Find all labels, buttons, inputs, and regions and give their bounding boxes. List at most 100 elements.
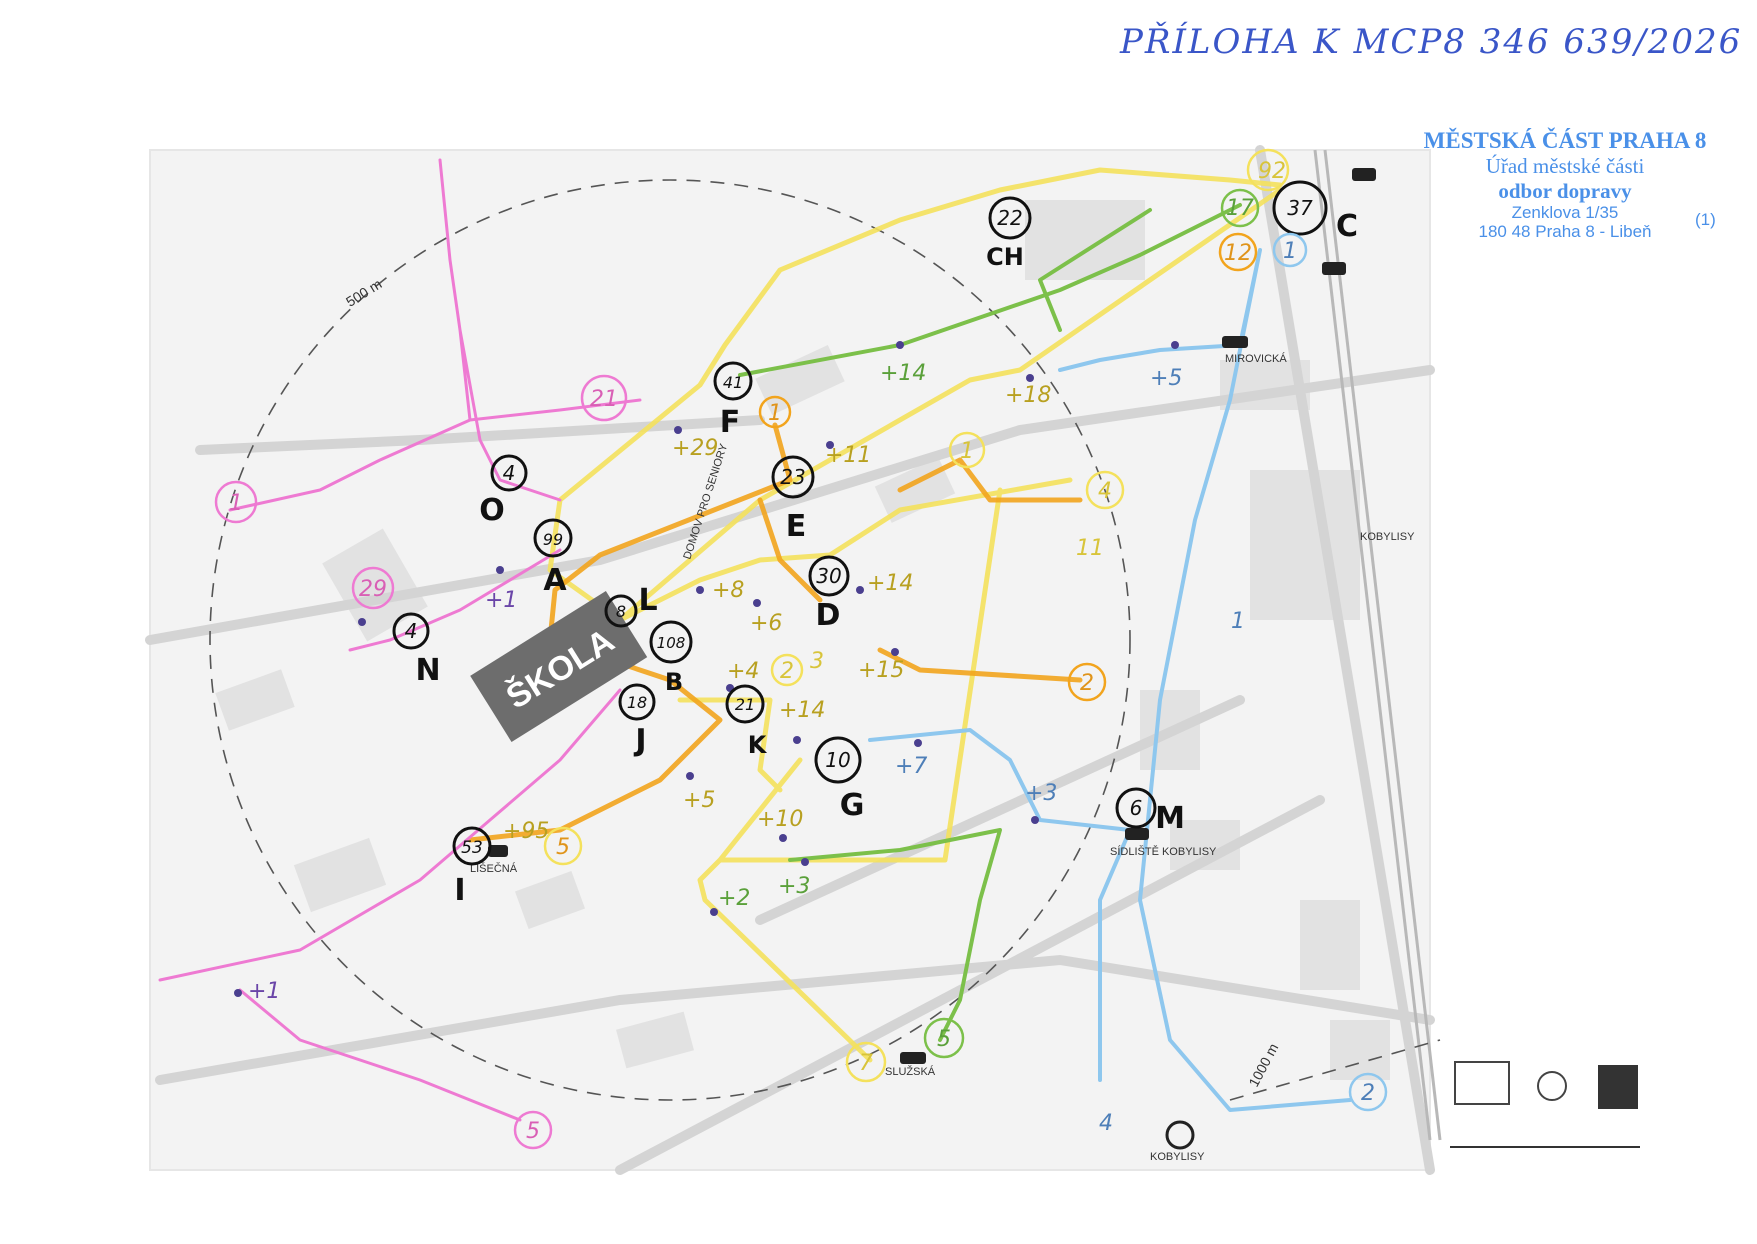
count-circle [533, 518, 573, 558]
point-letter-j: J [633, 723, 646, 758]
route-blue [868, 248, 1352, 1112]
count-k: 21 [735, 695, 755, 714]
survey-point [801, 858, 809, 866]
count-circle [490, 454, 528, 492]
added-count: +10 [757, 807, 803, 832]
green-count: 17 [1226, 196, 1254, 221]
added-count: +6 [750, 611, 782, 636]
yellow-count: 7 [859, 1051, 873, 1076]
transit-stop-markers [488, 168, 1376, 1150]
count-circle [1246, 148, 1290, 192]
route-yellow [547, 167, 1283, 1063]
point-letter-f: F [720, 405, 741, 440]
count-a: 99 [543, 530, 563, 549]
count-circle [758, 395, 792, 429]
count-circle [713, 361, 753, 401]
count-circle [513, 1110, 553, 1150]
count-circle [618, 683, 656, 721]
count-circle [1067, 662, 1107, 702]
count-circle [351, 566, 395, 610]
orange-count: 2 [1080, 671, 1094, 696]
stamp-line-office: Úřad městské části [1485, 154, 1645, 179]
metro-icon [1165, 1120, 1195, 1150]
base-map [145, 145, 1442, 1175]
survey-point [234, 989, 242, 997]
stamp-line-city: 180 48 Praha 8 - Libeň [1478, 222, 1652, 242]
added-count: +29 [672, 436, 718, 461]
route-pink [158, 158, 642, 1122]
point-letter-c: C [1336, 209, 1358, 244]
tram-icon [1322, 262, 1346, 275]
survey-point [696, 586, 704, 594]
stop-mirovicka-label: MIROVICKÁ [1225, 352, 1287, 365]
count-j: 18 [627, 693, 647, 712]
stamp-line-street: Zenklova 1/35 [1511, 202, 1619, 222]
count-circle [1218, 232, 1258, 272]
stop-lisecna-label: LIŠEČNÁ [470, 862, 518, 875]
survey-point [674, 426, 682, 434]
added-count: +15 [858, 658, 904, 683]
route-green [738, 203, 1242, 1042]
yellow-count: 2 [780, 659, 794, 684]
count-circle [948, 431, 986, 469]
count-circle [988, 196, 1032, 240]
tram-icon [488, 845, 508, 857]
count-circle [1085, 470, 1125, 510]
added-count: +1 [248, 979, 280, 1004]
radius-1000m-arc [1229, 1039, 1441, 1101]
count-o: 4 [503, 461, 516, 485]
yellow-count: 3 [810, 649, 824, 674]
count-circle [392, 612, 430, 650]
added-count: +2 [718, 886, 750, 911]
pink-count: 29 [359, 577, 387, 602]
point-letter-ch: CH [986, 243, 1024, 271]
count-circle [923, 1017, 965, 1059]
survey-point [826, 441, 834, 449]
count-circle [1115, 787, 1157, 829]
survey-point [710, 908, 718, 916]
added-count: +14 [779, 698, 825, 723]
green-count: 5 [937, 1027, 951, 1052]
survey-point [856, 586, 864, 594]
count-circle [808, 555, 850, 597]
count-d: 30 [816, 564, 841, 588]
added-count: +3 [1025, 781, 1057, 806]
yellow-count: 4 [1098, 479, 1112, 504]
survey-point [496, 566, 504, 574]
added-count: +11 [825, 443, 871, 468]
radius-500m-circle [209, 179, 1131, 1101]
count-circle [649, 620, 693, 664]
count-circle [604, 594, 638, 628]
count-b: 108 [657, 634, 686, 652]
tram-icon [1125, 828, 1149, 840]
yellow-count: 1 [960, 439, 974, 464]
blue-count: 4 [1099, 1111, 1113, 1136]
survey-point [1026, 374, 1034, 382]
survey-point [891, 648, 899, 656]
added-count: +14 [867, 571, 913, 596]
added-count: +7 [895, 754, 927, 779]
added-count: +4 [727, 659, 759, 684]
count-circle [770, 653, 804, 687]
count-circle [1348, 1072, 1388, 1112]
count-e: 23 [780, 465, 805, 489]
count-ch: 22 [997, 206, 1022, 230]
added-count: +8 [712, 578, 744, 603]
added-count: +1 [485, 588, 517, 613]
count-circle [845, 1041, 887, 1083]
point-letter-a: A [543, 563, 567, 598]
yellow-count: 92 [1258, 159, 1286, 184]
blue-count: 1 [1231, 609, 1245, 634]
prague-logo [1598, 1065, 1638, 1109]
count-circle [214, 480, 258, 524]
point-letter-e: E [786, 509, 807, 544]
point-letter-o: O [479, 493, 505, 528]
blue-count: 1 [1283, 239, 1297, 264]
added-count: +18 [1005, 383, 1051, 408]
point-letter-i: I [454, 873, 465, 908]
survey-point [358, 618, 366, 626]
survey-point [914, 739, 922, 747]
added-count: +5 [1150, 366, 1182, 391]
count-circle [725, 684, 765, 724]
stop-kobylisy-label: KOBYLISY [1150, 1151, 1205, 1163]
